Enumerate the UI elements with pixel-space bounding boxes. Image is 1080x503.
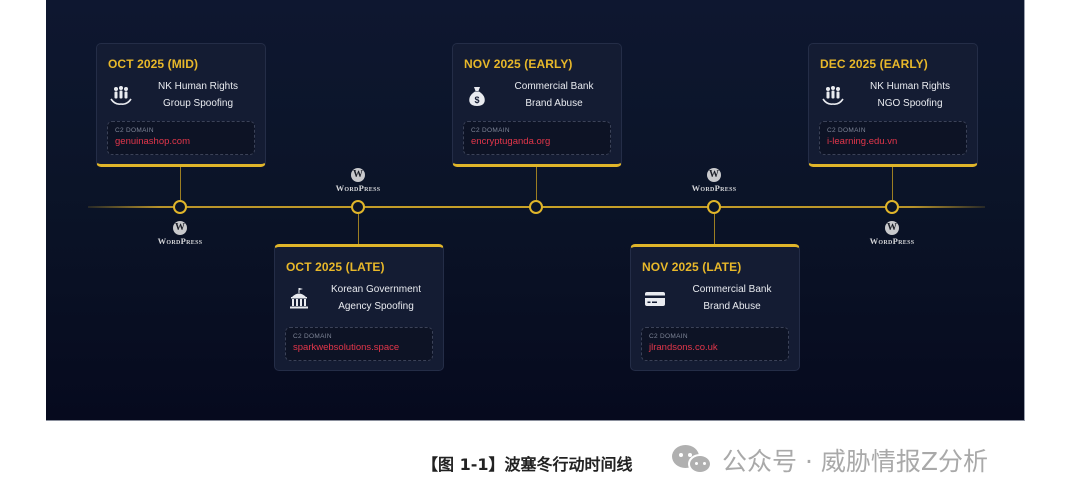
people-hands-icon: [109, 84, 133, 108]
c2-domain-box: C2 DOMAIN encryptuganda.org: [463, 121, 611, 155]
event-date: OCT 2025 (MID): [108, 57, 199, 71]
c2-label: C2 DOMAIN: [115, 127, 154, 134]
connector-stem: [180, 166, 181, 200]
event-date: NOV 2025 (LATE): [642, 260, 742, 274]
event-description: NK Human Rights NGO Spoofing: [869, 81, 951, 109]
c2-domain-value: encryptuganda.org: [471, 136, 551, 147]
wordpress-logo-icon: W: [351, 168, 365, 182]
event-description: Commercial Bank Brand Abuse: [514, 81, 594, 109]
people-hands-icon: [821, 84, 845, 108]
wordpress-logo-icon: W: [885, 221, 899, 235]
c2-domain-box: C2 DOMAIN genuinashop.com: [107, 121, 255, 155]
c2-domain-box: C2 DOMAIN sparkwebsolutions.space: [285, 327, 433, 361]
wordpress-label: WordPress: [335, 183, 381, 193]
money-bag-icon: $: [465, 84, 489, 108]
event-description: NK Human Rights Group Spoofing: [157, 81, 239, 109]
timeline-node: [885, 200, 899, 214]
connector-stem: [358, 214, 359, 245]
c2-domain-box: C2 DOMAIN i-learning.edu.vn: [819, 121, 967, 155]
wordpress-label: WordPress: [691, 183, 737, 193]
event-card-nov-early: NOV 2025 (EARLY) $ Commercial Bank Brand…: [452, 43, 622, 167]
c2-label: C2 DOMAIN: [649, 333, 688, 340]
c2-label: C2 DOMAIN: [293, 333, 332, 340]
wechat-watermark: 公众号 · 威胁情报Z分析: [672, 442, 988, 478]
timeline-node: [351, 200, 365, 214]
timeline-node: [529, 200, 543, 214]
c2-domain-value: i-learning.edu.vn: [827, 136, 898, 147]
event-card-dec-early: DEC 2025 (EARLY) NK Human Rights NGO Spo…: [808, 43, 978, 167]
event-description: Commercial Bank Brand Abuse: [692, 284, 772, 312]
event-date: NOV 2025 (EARLY): [464, 57, 573, 71]
event-date: DEC 2025 (EARLY): [820, 57, 928, 71]
connector-stem: [892, 166, 893, 200]
connector-stem: [714, 214, 715, 245]
event-description: Korean Government Agency Spoofing: [330, 284, 422, 312]
event-card-oct-late: OCT 2025 (LATE) Korean Government Agency…: [274, 244, 444, 371]
event-card-oct-mid: OCT 2025 (MID) NK Human Rights Group Spo…: [96, 43, 266, 167]
c2-domain-value: genuinashop.com: [115, 136, 190, 147]
credit-card-icon: [643, 287, 667, 311]
wordpress-label: WordPress: [157, 236, 203, 246]
timeline-node: [173, 200, 187, 214]
c2-domain-value: jlrandsons.co.uk: [649, 342, 718, 353]
svg-text:$: $: [474, 95, 479, 105]
c2-label: C2 DOMAIN: [827, 127, 866, 134]
wechat-icon: [672, 443, 714, 477]
event-date: OCT 2025 (LATE): [286, 260, 385, 274]
wordpress-badge: W WordPress: [145, 221, 215, 246]
event-card-nov-late: NOV 2025 (LATE) Commercial Bank Brand Ab…: [630, 244, 800, 371]
c2-domain-box: C2 DOMAIN jlrandsons.co.uk: [641, 327, 789, 361]
wordpress-badge: W WordPress: [857, 221, 927, 246]
wordpress-label: WordPress: [869, 236, 915, 246]
wordpress-logo-icon: W: [707, 168, 721, 182]
government-building-icon: [287, 287, 311, 311]
wordpress-badge: W WordPress: [323, 168, 393, 193]
figure-caption: 【图 1-1】波塞冬行动时间线: [422, 455, 633, 474]
wordpress-badge: W WordPress: [679, 168, 749, 193]
c2-label: C2 DOMAIN: [471, 127, 510, 134]
connector-stem: [536, 166, 537, 200]
c2-domain-value: sparkwebsolutions.space: [293, 342, 400, 353]
watermark-text: 公众号 · 威胁情报Z分析: [722, 447, 988, 476]
timeline-node: [707, 200, 721, 214]
wordpress-logo-icon: W: [173, 221, 187, 235]
